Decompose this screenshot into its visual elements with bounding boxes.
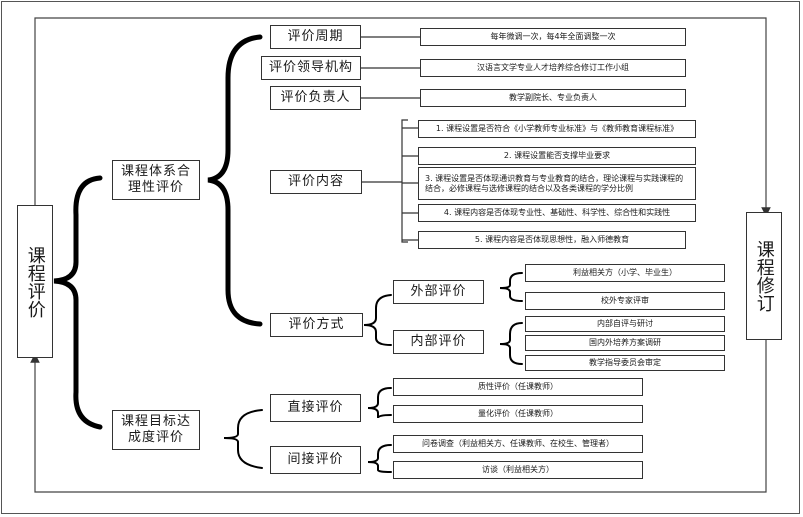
org-detail-text: 汉语言文学专业人才培养综合修订工作小组: [477, 63, 629, 73]
content-item-3: 3. 课程设置是否体现通识教育与专业教育的结合，理论课程与实践课程的结合，必修课…: [418, 167, 696, 200]
indirect-box: 间接评价: [270, 446, 361, 474]
content-item-4: 4. 课程内容是否体现专业性、基础性、科学性、综合性和实践性: [418, 204, 696, 222]
indirect-brace: [367, 444, 392, 473]
owner-detail-text: 教学副院长、专业负责人: [509, 93, 597, 103]
internal-brace: [499, 322, 523, 365]
content-item-text: 4. 课程内容是否体现专业性、基础性、科学性、综合性和实践性: [443, 208, 671, 218]
course-evaluation-box: 课程评价: [17, 205, 53, 358]
content-item-text: 2. 课程设置能否支撑毕业要求: [503, 151, 611, 161]
org-detail: 汉语言文学专业人才培养综合修订工作小组: [420, 59, 686, 77]
external-item-2: 校外专家评审: [525, 292, 725, 310]
direct-item-text: 质性评价（任课教师）: [478, 382, 558, 392]
direct-item-text: 量化评价（任课教师）: [478, 409, 558, 419]
branch2-brace: [223, 409, 263, 469]
external-brace: [499, 272, 523, 302]
cycle-detail: 每年微调一次，每4年全面调整一次: [420, 28, 686, 46]
direct-brace: [367, 387, 392, 419]
cycle-label: 评价周期: [287, 29, 344, 45]
internal-item-text: 教学指导委员会审定: [589, 358, 661, 368]
external-item-1: 利益相关方（小学、毕业生）: [525, 264, 725, 282]
owner-label: 评价负责人: [280, 90, 351, 106]
indirect-label: 间接评价: [287, 452, 344, 468]
branch2-title: 课程目标达成度评价: [120, 414, 191, 445]
cycle-detail-text: 每年微调一次，每4年全面调整一次: [490, 32, 616, 42]
internal-box: 内部评价: [393, 330, 484, 354]
loop-top-line: [34, 17, 771, 217]
cycle-box: 评价周期: [270, 25, 361, 49]
method-label: 评价方式: [288, 317, 345, 333]
external-label: 外部评价: [410, 284, 467, 300]
indirect-item-text: 访谈（利益相关方）: [482, 465, 554, 475]
indirect-item-1: 问卷调查（利益相关方、任课教师、在校生、管理者）: [393, 435, 643, 453]
internal-label: 内部评价: [410, 334, 467, 350]
content-label: 评价内容: [287, 174, 344, 190]
branch2-title-box: 课程目标达成度评价: [112, 410, 200, 450]
internal-item-text: 国内外培养方案调研: [589, 338, 661, 348]
direct-item-2: 量化评价（任课教师）: [393, 405, 643, 423]
external-box: 外部评价: [393, 280, 484, 304]
content-item-text: 1. 课程设置是否符合《小学教师专业标准》与《教师教育课程标准》: [435, 124, 679, 134]
org-box: 评价领导机构: [261, 56, 361, 80]
external-item-text: 校外专家评审: [601, 296, 649, 306]
content-item-5: 5. 课程内容是否体现思想性，融入师德教育: [418, 231, 686, 249]
content-item-1: 1. 课程设置是否符合《小学教师专业标准》与《教师教育课程标准》: [418, 120, 696, 138]
main-brace: [53, 175, 103, 430]
direct-label: 直接评价: [287, 400, 344, 416]
internal-item-3: 教学指导委员会审定: [525, 355, 725, 371]
content-item-text: 5. 课程内容是否体现思想性，融入师德教育: [474, 235, 630, 245]
owner-detail: 教学副院长、专业负责人: [420, 89, 686, 107]
content-brace: [362, 119, 418, 243]
org-label: 评价领导机构: [268, 60, 353, 76]
course-revision-label: 课程修订: [753, 240, 775, 312]
branch1-brace: [207, 34, 263, 327]
branch1-title-box: 课程体系合理性评价: [112, 160, 200, 200]
indirect-item-text: 问卷调查（利益相关方、任课教师、在校生、管理者）: [422, 439, 614, 449]
external-item-text: 利益相关方（小学、毕业生）: [573, 268, 677, 278]
method-box: 评价方式: [270, 313, 363, 337]
indirect-item-2: 访谈（利益相关方）: [393, 461, 643, 479]
internal-item-text: 内部自评与研讨: [597, 319, 653, 329]
internal-item-1: 内部自评与研讨: [525, 316, 725, 332]
course-evaluation-label: 课程评价: [24, 245, 46, 318]
owner-box: 评价负责人: [270, 86, 361, 110]
direct-box: 直接评价: [270, 394, 361, 422]
content-item-2: 2. 课程设置能否支撑毕业要求: [418, 147, 696, 165]
method-brace: [363, 294, 392, 346]
loop-bottom-line: [30, 340, 767, 493]
internal-item-2: 国内外培养方案调研: [525, 335, 725, 351]
branch1-title: 课程体系合理性评价: [120, 164, 191, 195]
content-item-text: 3. 课程设置是否体现通识教育与专业教育的结合，理论课程与实践课程的结合，必修课…: [425, 173, 684, 193]
course-revision-box: 课程修订: [746, 212, 782, 340]
content-box: 评价内容: [270, 170, 362, 194]
direct-item-1: 质性评价（任课教师）: [393, 378, 643, 396]
